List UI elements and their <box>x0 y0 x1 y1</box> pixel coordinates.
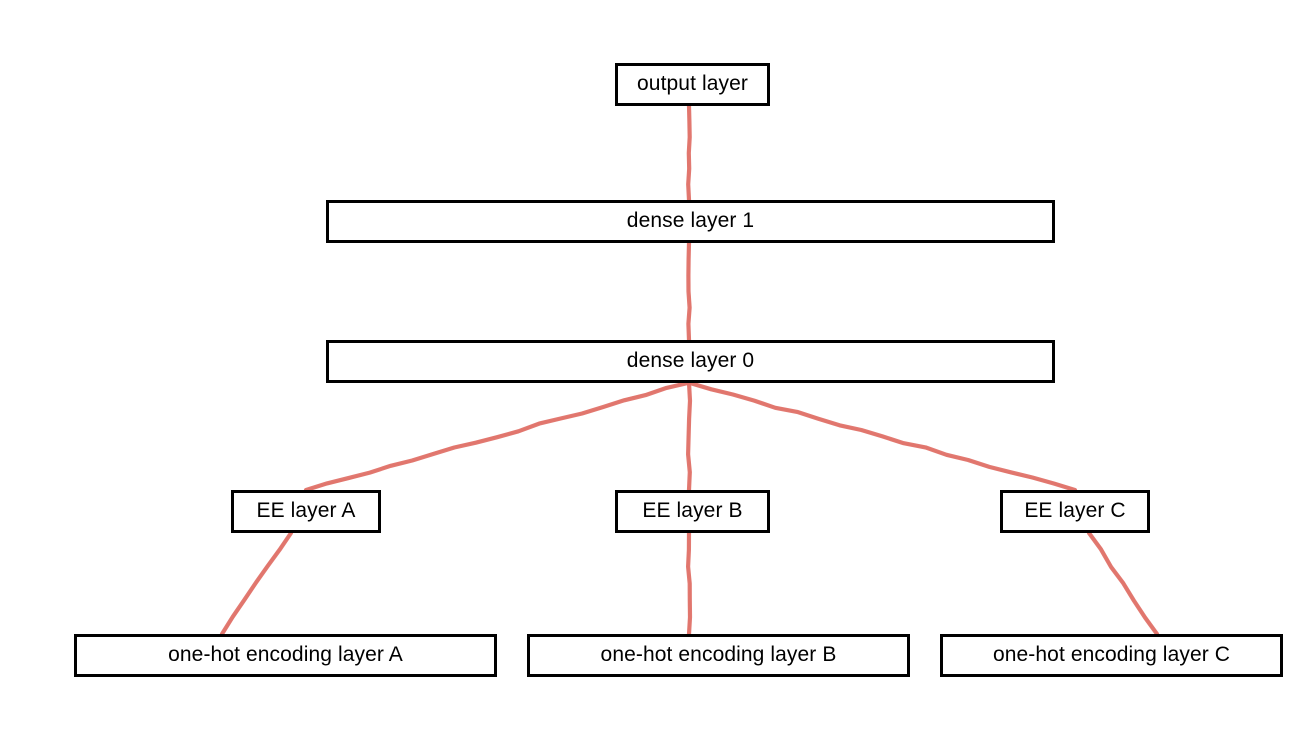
node-dense-layer-0[interactable]: dense layer 0 <box>326 340 1055 383</box>
node-output-layer[interactable]: output layer <box>615 63 770 106</box>
edge-ee-c-to-dense0 <box>687 380 1078 493</box>
edge-onehot-a-to-ee-a <box>219 530 294 637</box>
edge-dense0-to-dense1 <box>686 240 692 343</box>
node-label-dense-layer-0: dense layer 0 <box>626 349 755 372</box>
node-label-one-hot-encoding-layer-c: one-hot encoding layer C <box>992 643 1231 666</box>
node-one-hot-encoding-layer-c[interactable]: one-hot encoding layer C <box>940 634 1283 677</box>
edge-dense1-to-output <box>686 103 692 203</box>
edge-ee-b-to-dense0 <box>686 380 693 493</box>
node-one-hot-encoding-layer-a[interactable]: one-hot encoding layer A <box>74 634 497 677</box>
edge-onehot-b-to-ee-b <box>686 530 693 637</box>
node-dense-layer-1[interactable]: dense layer 1 <box>326 200 1055 243</box>
node-ee-layer-b[interactable]: EE layer B <box>615 490 770 533</box>
node-label-ee-layer-a: EE layer A <box>256 499 356 522</box>
node-ee-layer-c[interactable]: EE layer C <box>1000 490 1150 533</box>
node-label-one-hot-encoding-layer-b: one-hot encoding layer B <box>600 643 837 666</box>
node-label-one-hot-encoding-layer-a: one-hot encoding layer A <box>168 643 403 666</box>
edge-onehot-c-to-ee-c <box>1086 530 1160 637</box>
node-label-ee-layer-b: EE layer B <box>642 499 743 522</box>
node-one-hot-encoding-layer-b[interactable]: one-hot encoding layer B <box>527 634 910 677</box>
edge-ee-a-to-dense0 <box>303 380 691 493</box>
node-label-dense-layer-1: dense layer 1 <box>626 209 755 232</box>
node-label-output-layer: output layer <box>637 72 748 95</box>
node-label-ee-layer-c: EE layer C <box>1024 499 1126 522</box>
node-ee-layer-a[interactable]: EE layer A <box>231 490 381 533</box>
